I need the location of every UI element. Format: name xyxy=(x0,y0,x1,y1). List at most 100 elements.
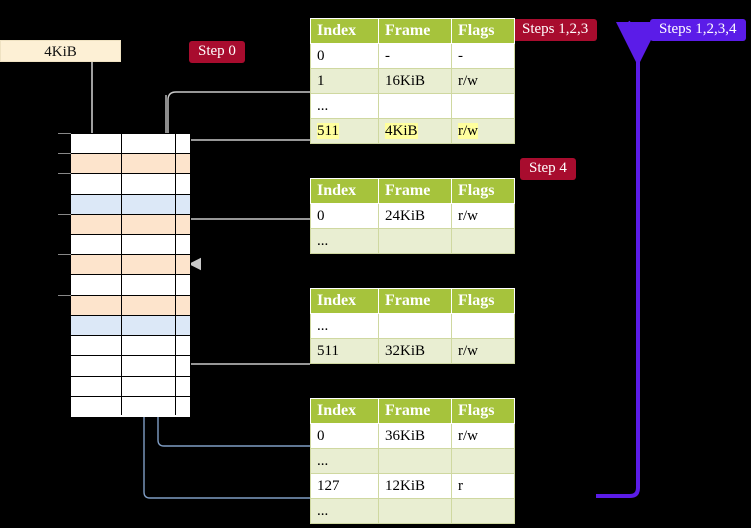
table-cell: 511 xyxy=(310,338,379,364)
memory-frame-row xyxy=(71,134,190,155)
table-cell: - xyxy=(451,43,515,69)
table-row: ... xyxy=(310,228,515,254)
table-cell: ... xyxy=(310,228,379,254)
column-header-frame: Frame xyxy=(378,288,452,314)
table-cell: ... xyxy=(310,313,379,339)
table-cell xyxy=(378,313,452,339)
memory-grid-divider xyxy=(121,134,122,415)
table-row: 511 4KiB r/w xyxy=(310,118,515,144)
table-cell: 0 xyxy=(310,203,379,229)
step4-badge: Step 4 xyxy=(520,158,576,180)
column-header-index: Index xyxy=(310,288,379,314)
table-cell xyxy=(378,93,452,119)
highlighted-value: 511 xyxy=(317,122,339,139)
column-header-flags: Flags xyxy=(451,18,515,44)
steps123-badge: Steps 1,2,3 xyxy=(513,19,598,41)
highlighted-value: r/w xyxy=(458,122,478,139)
memory-frame-row xyxy=(71,235,190,256)
memory-grid-tick xyxy=(58,213,71,215)
physical-memory-grid xyxy=(70,133,191,417)
column-header-index: Index xyxy=(310,178,379,204)
table-cell: r/w xyxy=(451,423,515,449)
table-cell: 1 xyxy=(310,68,379,94)
table-row: ... xyxy=(310,498,515,524)
table-cell: r xyxy=(451,473,515,499)
memory-grid-tick xyxy=(58,173,71,175)
table-cell xyxy=(378,498,452,524)
memory-frame-row xyxy=(71,275,190,296)
memory-frame-row xyxy=(71,255,190,276)
table-cell xyxy=(378,448,452,474)
memory-frame-row xyxy=(71,214,190,236)
step0-badge: Step 0 xyxy=(189,41,245,63)
table-cell: 4KiB xyxy=(378,118,452,144)
table-cell: 24KiB xyxy=(378,203,452,229)
memory-frame-row xyxy=(71,315,190,337)
table-cell: 32KiB xyxy=(378,338,452,364)
table-cell: r/w xyxy=(451,203,515,229)
step4-label: Step 4 xyxy=(529,160,567,176)
memory-frame-row xyxy=(71,336,190,357)
highlighted-value: 4KiB xyxy=(385,122,418,139)
memory-size-label: 4KiB xyxy=(0,40,121,62)
table-cell: - xyxy=(378,43,452,69)
table-row: ... xyxy=(310,313,515,339)
column-header-frame: Frame xyxy=(378,178,452,204)
table-cell: r/w xyxy=(451,118,515,144)
column-header-flags: Flags xyxy=(451,178,515,204)
memory-grid-tick xyxy=(58,153,71,155)
memory-grid-divider xyxy=(175,134,176,415)
memory-grid-tick xyxy=(58,133,71,134)
column-header-flags: Flags xyxy=(451,398,515,424)
table-row: ... xyxy=(310,93,515,119)
table-row: 0-- xyxy=(310,43,515,69)
memory-frame-row xyxy=(71,154,190,175)
table-cell: 16KiB xyxy=(378,68,452,94)
memory-frame-row xyxy=(71,174,190,195)
column-header-index: Index xyxy=(310,18,379,44)
table-cell: ... xyxy=(310,498,379,524)
column-header-flags: Flags xyxy=(451,288,515,314)
table-cell xyxy=(451,228,515,254)
table-cell: ... xyxy=(310,448,379,474)
table-cell xyxy=(451,313,515,339)
memory-frame-row xyxy=(71,396,190,417)
table-cell xyxy=(451,448,515,474)
memory-grid-tick xyxy=(58,254,71,256)
table-cell xyxy=(451,93,515,119)
table-cell: ... xyxy=(310,93,379,119)
table-cell: 36KiB xyxy=(378,423,452,449)
table-cell: 0 xyxy=(310,43,379,69)
memory-frame-row xyxy=(71,356,190,377)
table-cell: 0 xyxy=(310,423,379,449)
column-header-frame: Frame xyxy=(378,18,452,44)
table-cell: 511 xyxy=(310,118,379,144)
memory-frame-row xyxy=(71,194,190,215)
memory-size-text: 4KiB xyxy=(44,44,77,60)
table-row: ... xyxy=(310,448,515,474)
table-cell: r/w xyxy=(451,338,515,364)
steps1234-badge: Steps 1,2,3,4 xyxy=(650,19,746,41)
table-cell: 12KiB xyxy=(378,473,452,499)
memory-grid-tick xyxy=(58,294,71,296)
steps1234-label: Steps 1,2,3,4 xyxy=(659,21,737,37)
step0-label: Step 0 xyxy=(198,43,236,59)
table-cell xyxy=(378,228,452,254)
table-cell: r/w xyxy=(451,68,515,94)
table-cell: 127 xyxy=(310,473,379,499)
memory-frame-row xyxy=(71,376,190,397)
column-header-index: Index xyxy=(310,398,379,424)
table-cell xyxy=(451,498,515,524)
memory-frame-row xyxy=(71,295,190,316)
column-header-frame: Frame xyxy=(378,398,452,424)
